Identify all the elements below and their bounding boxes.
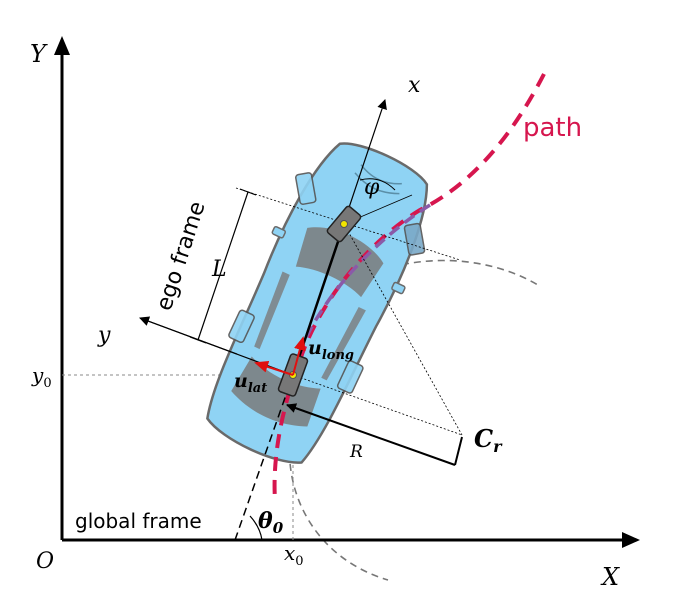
u-long-arrow: [292, 336, 306, 376]
path-label: path: [523, 113, 582, 143]
ego-frame-label: ego frame: [152, 198, 211, 313]
heading-angle-label: θ0: [258, 508, 284, 537]
y-axis-label: Y: [30, 40, 48, 68]
rear-axle-reference: [292, 374, 463, 436]
ego-y-label: y: [97, 323, 111, 348]
x0-label: x0: [284, 541, 304, 569]
radius-label: R: [349, 442, 363, 462]
wheelbase-label: L: [211, 257, 227, 282]
y0-label: y0: [31, 363, 52, 391]
car: [206, 142, 429, 464]
x-axis-label: X: [600, 563, 620, 591]
car-mirror-left: [271, 225, 286, 239]
car-mirror-right: [391, 281, 406, 295]
u-lat-arrow: [254, 360, 294, 376]
y-axis-arrowhead: [54, 36, 70, 55]
ego-x-label: x: [408, 73, 421, 98]
steer-angle-arc: [359, 178, 396, 191]
global-axes: [54, 36, 640, 548]
origin-label: O: [36, 549, 54, 574]
rear-wheel-left: [228, 309, 255, 344]
car-body: [206, 142, 429, 464]
heading-angle-arc: [249, 515, 263, 541]
global-frame-label: global frame: [75, 509, 202, 533]
car-windshield: [295, 227, 384, 298]
car-roof-left: [254, 271, 290, 350]
turning-circle-arc-lower: [288, 439, 389, 581]
steer-angle-label: φ: [364, 175, 380, 200]
wheelbase-dim-line: [197, 191, 249, 341]
u-long-label: ulong: [308, 337, 354, 363]
ego-y-axis-extension: [139, 317, 238, 355]
rear-wheel-right: [336, 360, 364, 394]
x-axis-arrowhead: [622, 532, 640, 548]
front-axle-point: [340, 220, 348, 228]
radius-arrow: [286, 403, 456, 466]
center-label: Cr: [474, 424, 503, 456]
front-to-center-line: [343, 223, 463, 436]
heading-line: [234, 374, 294, 541]
car-roof-right: [321, 306, 366, 381]
wheelbase-dim-tick-bottom: [189, 336, 207, 344]
u-lat-label: ulat: [234, 370, 267, 396]
front-wheel-left: [295, 172, 317, 205]
wheelbase-dim-tick-top: [239, 188, 257, 196]
radius-arrow-tail-tick: [454, 436, 463, 466]
